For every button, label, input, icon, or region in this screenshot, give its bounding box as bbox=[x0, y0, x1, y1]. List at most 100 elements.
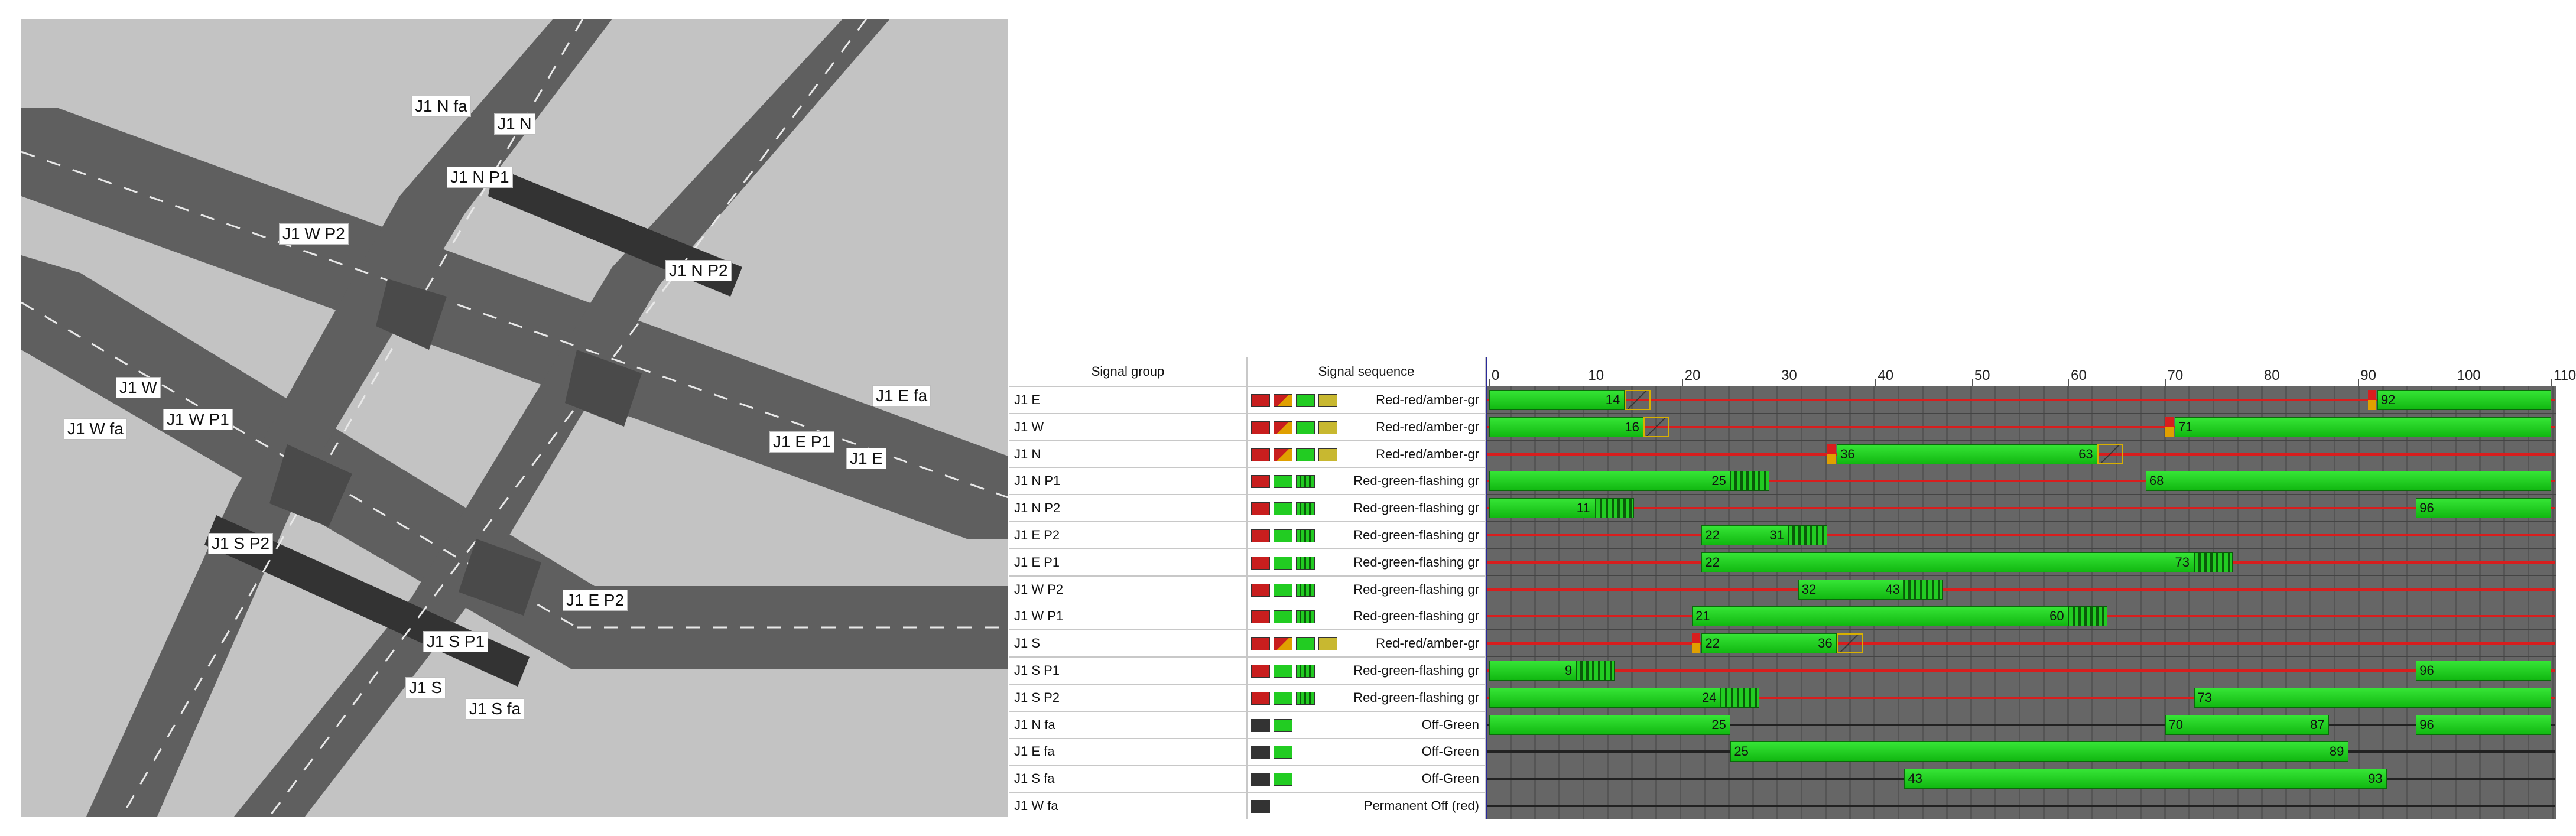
signal-sequence-cell[interactable]: Red-red/amber-gr bbox=[1247, 413, 1486, 441]
green-interval-bar[interactable] bbox=[2194, 687, 2551, 708]
network-map[interactable]: J1 N fa J1 N J1 N P1 J1 W P2 J1 N P2 J1 … bbox=[21, 18, 1009, 817]
signal-group-name[interactable]: J1 N P2 bbox=[1009, 495, 1247, 522]
signal-group-name[interactable]: J1 E fa bbox=[1009, 738, 1247, 766]
green-interval-bar[interactable] bbox=[1701, 633, 1837, 654]
green-interval-bar[interactable] bbox=[1701, 525, 1789, 545]
signal-sequence-cell[interactable]: Red-green-flashing gr bbox=[1247, 522, 1486, 549]
green-interval-bar[interactable] bbox=[1730, 741, 2348, 762]
red-amber-marker[interactable] bbox=[1827, 444, 1836, 464]
signal-group-name[interactable]: J1 S P1 bbox=[1009, 657, 1247, 684]
signal-group-name[interactable]: J1 S bbox=[1009, 630, 1247, 658]
green-interval-bar[interactable] bbox=[2165, 714, 2330, 735]
flashing-green-bar[interactable] bbox=[1595, 498, 1635, 519]
signal-sequence-cell[interactable]: Red-green-flashing gr bbox=[1247, 495, 1486, 522]
red-amber-marker[interactable] bbox=[1692, 633, 1701, 654]
amber-interval-box[interactable] bbox=[1837, 633, 1863, 654]
green-interval-bar[interactable] bbox=[2416, 714, 2551, 735]
signal-timeline-track[interactable] bbox=[1486, 792, 2556, 819]
amber-interval-box[interactable] bbox=[2097, 444, 2124, 464]
signal-sequence-cell[interactable]: Red-red/amber-gr bbox=[1247, 630, 1486, 658]
signal-group-name[interactable]: J1 W P2 bbox=[1009, 575, 1247, 603]
signal-sequence-cell[interactable]: Off-Green bbox=[1247, 711, 1486, 739]
green-interval-bar[interactable] bbox=[1489, 471, 1731, 492]
signal-sequence-cell[interactable]: Red-red/amber-gr bbox=[1247, 440, 1486, 468]
green-interval-bar[interactable] bbox=[1489, 714, 1731, 735]
header-signal-group[interactable]: Signal group bbox=[1009, 357, 1247, 386]
green-interval-bar[interactable] bbox=[2145, 471, 2551, 492]
flashing-green-bar[interactable] bbox=[1576, 661, 1615, 681]
flashing-green-bar[interactable] bbox=[1730, 471, 1769, 492]
green-interval-bar[interactable] bbox=[1904, 769, 2387, 789]
signal-sequence-cell[interactable]: Red-green-flashing gr bbox=[1247, 548, 1486, 576]
flashing-green-bar[interactable] bbox=[1904, 579, 1943, 600]
signal-group-name[interactable]: J1 N bbox=[1009, 440, 1247, 468]
green-interval-bar[interactable] bbox=[1489, 390, 1625, 410]
flashing-green-bar[interactable] bbox=[1721, 687, 1760, 708]
signal-sequence-cell[interactable]: Red-green-flashing gr bbox=[1247, 657, 1486, 684]
green-interval-bar[interactable] bbox=[2416, 498, 2551, 519]
signal-sequence-cell[interactable]: Red-green-flashing gr bbox=[1247, 603, 1486, 630]
green-interval-bar[interactable] bbox=[1837, 444, 2098, 464]
green-interval-bar[interactable] bbox=[1489, 498, 1596, 519]
signal-group-name[interactable]: J1 E P1 bbox=[1009, 548, 1247, 576]
signal-group-name[interactable]: J1 S P2 bbox=[1009, 684, 1247, 711]
signal-sequence-cell[interactable]: Red-green-flashing gr bbox=[1247, 684, 1486, 711]
signal-sequence-cell[interactable]: Red-red/amber-gr bbox=[1247, 386, 1486, 414]
green-interval-bar[interactable] bbox=[1489, 417, 1644, 437]
signal-sequence-cell[interactable]: Permanent Off (red) bbox=[1247, 792, 1486, 819]
green-interval-bar[interactable] bbox=[1489, 687, 1721, 708]
signal-group-name[interactable]: J1 N P1 bbox=[1009, 467, 1247, 495]
red-amber-marker[interactable] bbox=[2367, 390, 2376, 410]
signal-sequence-cell[interactable]: Red-green-flashing gr bbox=[1247, 467, 1486, 495]
signal-sequence-cell[interactable]: Off-Green bbox=[1247, 765, 1486, 793]
green-interval-bar[interactable] bbox=[2174, 417, 2551, 437]
amber-interval-box[interactable] bbox=[1624, 390, 1651, 410]
green-interval-bar[interactable] bbox=[1489, 661, 1577, 681]
flashing-green-bar[interactable] bbox=[2194, 552, 2233, 572]
green-interval-bar[interactable] bbox=[1798, 579, 1905, 600]
signal-group-name[interactable]: J1 E P2 bbox=[1009, 522, 1247, 549]
green-interval-bar[interactable] bbox=[1701, 552, 2194, 572]
green-interval-bar[interactable] bbox=[2377, 390, 2551, 410]
signal-group-name[interactable]: J1 W fa bbox=[1009, 792, 1247, 819]
red-amber-marker[interactable] bbox=[2165, 417, 2174, 437]
signal-sequence-cell[interactable]: Off-Green bbox=[1247, 738, 1486, 766]
flashing-green-bar[interactable] bbox=[1788, 525, 1827, 545]
signal-group-name[interactable]: J1 W bbox=[1009, 413, 1247, 441]
green-interval-bar[interactable] bbox=[1692, 606, 2069, 627]
signal-group-name[interactable]: J1 N fa bbox=[1009, 711, 1247, 739]
amber-interval-box[interactable] bbox=[1643, 417, 1670, 437]
header-signal-sequence[interactable]: Signal sequence bbox=[1247, 357, 1486, 386]
